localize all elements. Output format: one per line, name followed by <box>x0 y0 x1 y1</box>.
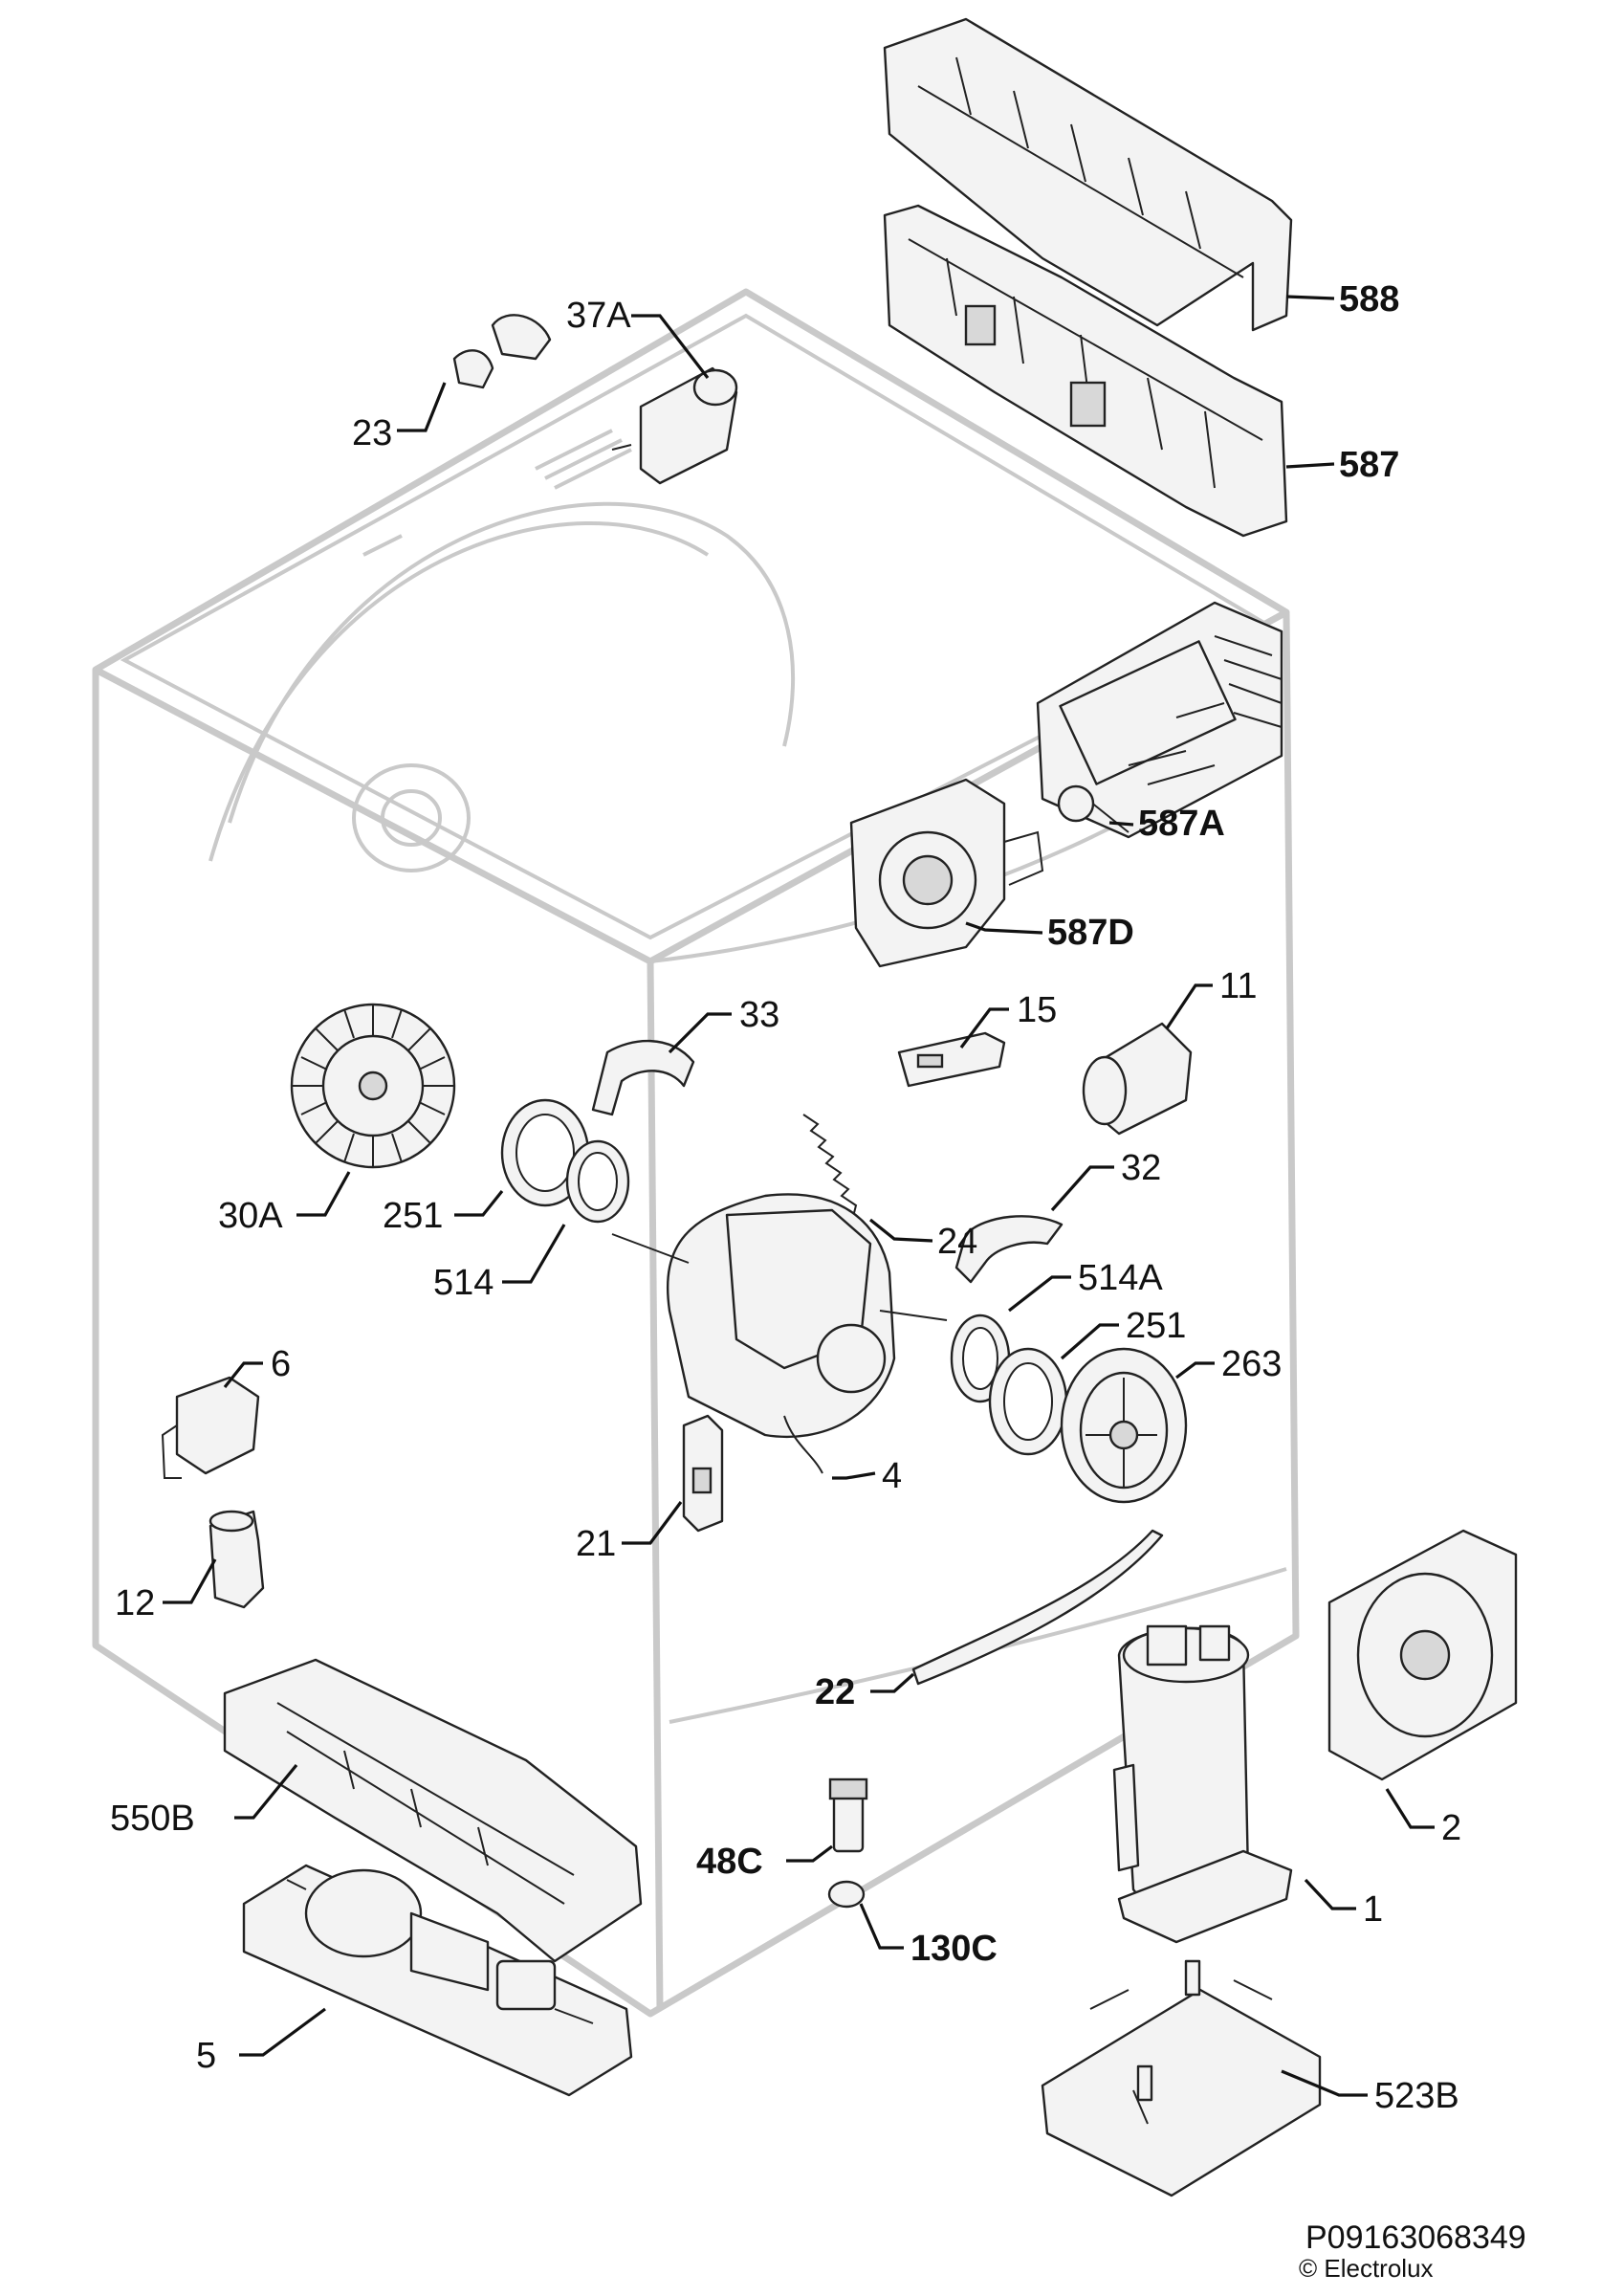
label-523B: 523B <box>1374 2076 1459 2116</box>
part-21-switch <box>682 1414 724 1533</box>
part-6-valve <box>161 1376 260 1479</box>
part-11-capacitor <box>1082 1022 1193 1136</box>
part-514-seal-left <box>565 1139 630 1224</box>
part-30A-fan-wheel <box>290 1003 456 1169</box>
label-33: 33 <box>739 995 779 1035</box>
label-587D: 587D <box>1047 913 1134 953</box>
part-24-spring <box>802 1114 858 1225</box>
part-1-compressor <box>1112 1624 1293 1944</box>
label-587: 587 <box>1339 445 1399 485</box>
part-130C-grommet <box>827 1880 866 1909</box>
label-30A: 30A <box>218 1196 283 1236</box>
label-1: 1 <box>1363 1889 1383 1930</box>
label-11: 11 <box>1219 966 1257 1006</box>
part-33-bracket <box>591 1039 695 1116</box>
label-514: 514 <box>433 1263 493 1303</box>
label-4: 4 <box>882 1456 902 1496</box>
part-587-board <box>883 204 1288 538</box>
label-251-left: 251 <box>383 1196 443 1236</box>
label-263: 263 <box>1221 1344 1282 1384</box>
part-587D-knob-module <box>849 778 1044 968</box>
label-23: 23 <box>352 413 392 453</box>
part-587A-switch-panel <box>1036 601 1283 839</box>
part-523B-base-plate <box>1041 1959 1322 2197</box>
label-5: 5 <box>196 2036 216 2076</box>
part-37A-capacitor <box>611 366 738 485</box>
diagram-code: P09163068349 <box>1305 2219 1526 2256</box>
part-588-cover <box>883 17 1293 332</box>
label-588: 588 <box>1339 279 1399 320</box>
part-12-sensor <box>208 1510 265 1609</box>
part-32-bracket <box>954 1215 1064 1284</box>
part-22-strip <box>911 1529 1164 1686</box>
part-48C-sensor <box>828 1777 868 1853</box>
label-12: 12 <box>115 1583 155 1623</box>
part-263-pulley <box>1060 1347 1188 1504</box>
part-2-fan <box>1327 1529 1518 1781</box>
label-37A: 37A <box>566 296 631 336</box>
label-251-right: 251 <box>1126 1306 1186 1346</box>
label-32: 32 <box>1121 1148 1161 1188</box>
label-550B: 550B <box>110 1799 195 1839</box>
part-labels: 588 587 37A 23 587A 587D 33 15 11 24 30A… <box>110 279 1461 2116</box>
label-21: 21 <box>576 1524 616 1564</box>
part-251-bearing-right <box>988 1347 1068 1456</box>
label-514A: 514A <box>1078 1258 1163 1298</box>
label-15: 15 <box>1017 990 1057 1030</box>
label-22: 22 <box>815 1672 855 1712</box>
label-2: 2 <box>1441 1808 1461 1848</box>
part-15-clip <box>897 1031 1006 1088</box>
label-6: 6 <box>271 1344 291 1384</box>
copyright: © Electrolux <box>1299 2254 1434 2283</box>
label-587A: 587A <box>1138 804 1225 844</box>
part-23-connector <box>452 314 552 389</box>
label-48C: 48C <box>696 1842 763 1882</box>
part-4-motor <box>611 1193 948 1474</box>
label-24: 24 <box>937 1222 977 1262</box>
leader-lines <box>163 295 1435 2097</box>
part-5-pump-unit <box>242 1864 633 2097</box>
label-130C: 130C <box>910 1929 998 1969</box>
